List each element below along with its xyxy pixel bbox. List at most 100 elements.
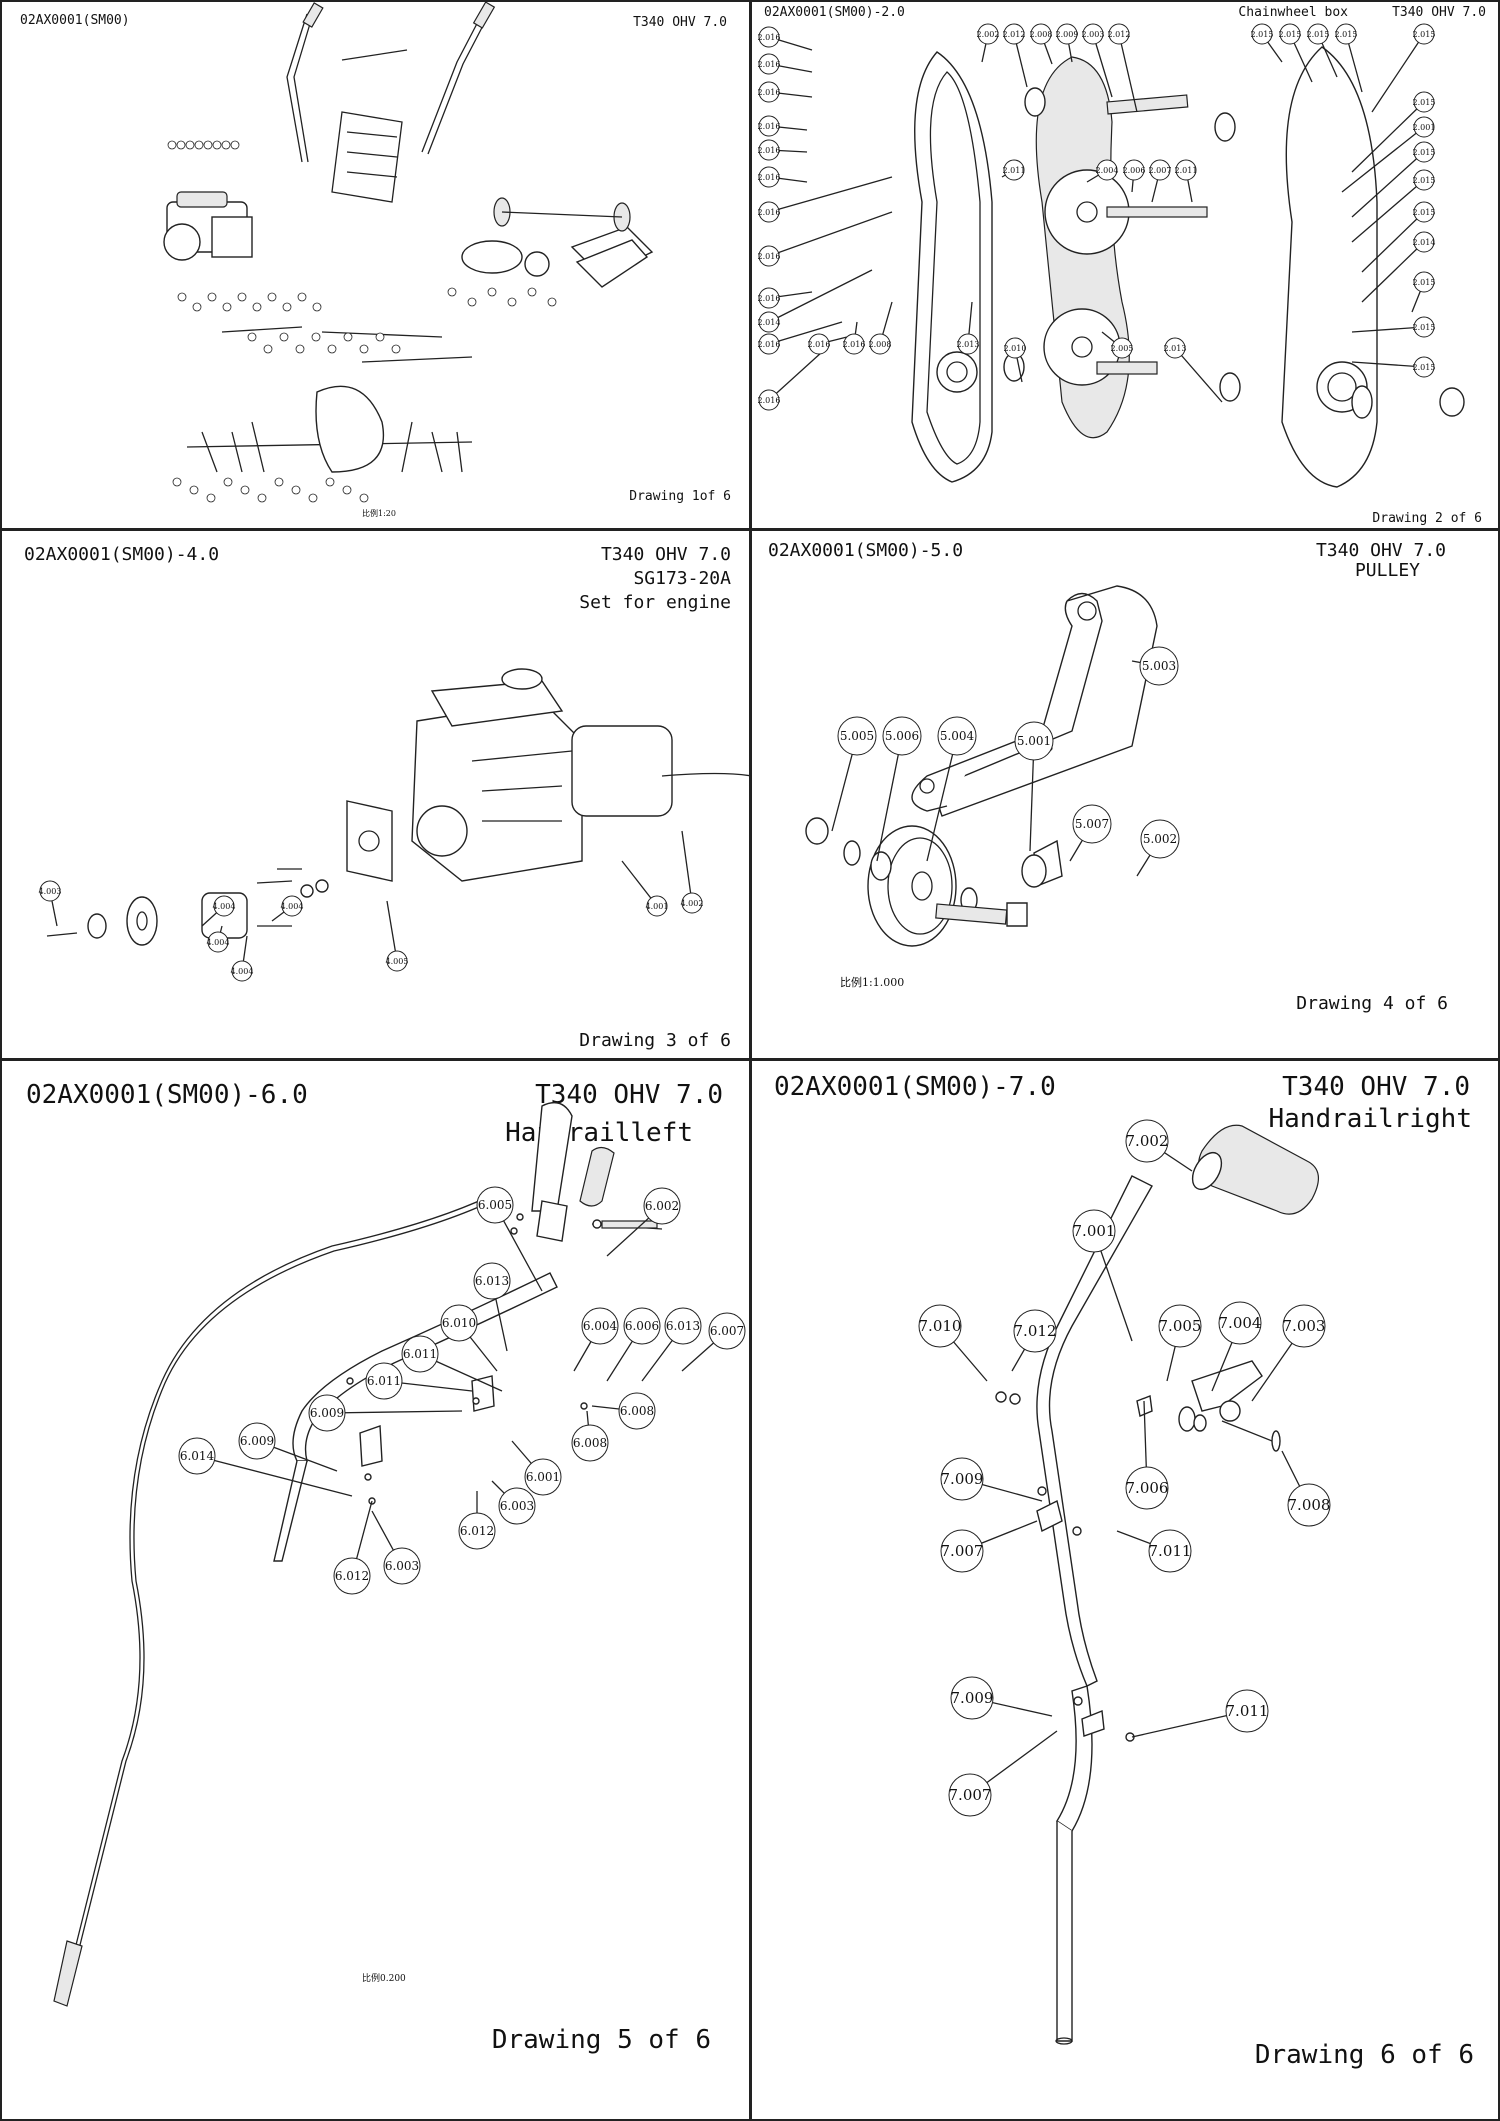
part-number-label: 2.002 [977,30,1000,39]
callout-bubble [1287,1483,1331,1527]
callout-bubble [758,245,780,267]
part-number-label: 2.013 [957,340,980,349]
part-number-label: 7.012 [1014,1322,1057,1340]
part-number-label: 2.003 [1082,30,1105,39]
callout-bubble [447,287,457,297]
part-number-label: 6.011 [367,1374,401,1388]
callout-bubble [189,485,199,495]
part-number-label: 6.001 [526,1470,560,1484]
callout-bubble [571,1424,609,1462]
callout-bubble [758,139,780,161]
part-number-label: 4.003 [39,887,62,896]
part-number-label: 2.015 [1279,30,1302,39]
part-number-label: 2.016 [843,340,866,349]
part-number-label: 2.012 [1003,30,1026,39]
drawing-code: 02AX0001(SM00)-5.0 [768,540,964,561]
callout-bubble [263,344,273,354]
callout-bubble [1123,159,1145,181]
engine-model-label: SG173-20A [633,568,731,589]
callout-bubble [643,1187,681,1225]
drawing-4-pulley-panel: 02AX0001(SM00)-5.0 T340 OHV 7.0 PULLEY [750,529,1500,1060]
part-number-label: 7.007 [941,1542,984,1560]
callout-bubble [1335,23,1357,45]
callout-bubble [758,333,780,355]
part-number-label: 7.009 [951,1689,994,1707]
drawing-5-handrail-left-panel: 02AX0001(SM00)-6.0 T340 OHV 7.0 Handrail… [0,1059,751,2121]
callout-bubble [1413,231,1435,253]
part-number-label: 2.009 [1056,30,1079,39]
callout-bubble [1125,1119,1169,1163]
callout-bubble [223,477,233,487]
chainwheel-box-exploded-view: 2.0162.0162.0162.0162.0162.0162.0162.016… [758,23,1465,488]
part-number-label: 4.004 [281,902,304,911]
callout-bubble [1082,23,1104,45]
part-number-label: 2.015 [1413,98,1436,107]
callout-leader-line [326,1410,463,1414]
callout-leader-line [1351,361,1425,368]
callout-leader-line [768,351,823,401]
callout-bubble [758,81,780,103]
callout-bubble [185,140,195,150]
callout-leader-line [1361,211,1425,273]
callout-bubble [1251,23,1273,45]
part-number-label: 2.016 [758,208,781,217]
callout-bubble [167,140,177,150]
part-number-label: 7.006 [1126,1479,1169,1497]
callout-bubble [1164,337,1186,359]
scale-note: 比例1:20 [362,508,396,518]
drawing-footer: Drawing 3 of 6 [579,1030,731,1051]
callout-bubble [950,1676,994,1720]
part-number-label: 2.014 [758,318,781,327]
part-number-label: 2.005 [1111,344,1134,353]
drawing-3-engine-panel: 02AX0001(SM00)-4.0 T340 OHV 7.0 SG173-20… [0,529,751,1060]
part-number-label: 7.004 [1219,1314,1262,1332]
callout-leader-line [768,211,893,257]
callout-bubble [333,1557,371,1595]
callout-bubble [1013,1309,1057,1353]
callout-bubble [1413,316,1435,338]
part-number-label: 2.004 [1096,166,1119,175]
part-group-title: PULLEY [1354,560,1420,581]
part-number-label: 2.015 [1335,30,1358,39]
part-number-label: 2.015 [1413,148,1436,157]
callout-bubble [222,302,232,312]
part-number-label: 4.004 [213,902,236,911]
callout-bubble [308,1394,346,1432]
drawing-footer: Drawing 1of 6 [629,489,731,504]
callout-bubble [295,344,305,354]
callout-bubble [581,1307,619,1345]
callout-leader-line [1118,33,1138,113]
model-label: T340 OHV 7.0 [1392,5,1486,20]
part-number-label: 5.005 [840,729,874,743]
drawing-code: 02AX0001(SM00)-4.0 [24,544,220,565]
callout-bubble [524,1458,562,1496]
callout-bubble [192,302,202,312]
part-number-label: 2.008 [869,340,892,349]
model-label: T340 OHV 7.0 [1315,540,1446,561]
callout-bubble [365,1362,403,1400]
part-number-label: 7.003 [1283,1317,1326,1335]
callout-bubble [206,493,216,503]
part-number-label: 6.014 [180,1449,215,1463]
part-number-label: 4.005 [386,957,409,966]
part-number-label: 6.007 [710,1324,744,1338]
callout-bubble [1111,337,1133,359]
part-number-label: 5.003 [1142,659,1176,673]
callout-bubble [758,389,780,411]
callout-bubble [1307,23,1329,45]
part-number-label: 6.010 [442,1316,476,1330]
callout-bubble [343,332,353,342]
part-number-label: 4.002 [681,899,704,908]
part-number-label: 6.008 [620,1404,654,1418]
callout-leader-line [1174,347,1223,403]
part-number-label: 2.015 [1413,176,1436,185]
part-number-label: 2.012 [1108,30,1131,39]
drawing-code: 02AX0001(SM00) [20,13,130,28]
part-number-label: 2.007 [1149,166,1172,175]
callout-bubble [646,895,668,917]
part-number-label: 2.015 [1413,278,1436,287]
callout-bubble [207,931,229,953]
callout-bubble [39,880,61,902]
